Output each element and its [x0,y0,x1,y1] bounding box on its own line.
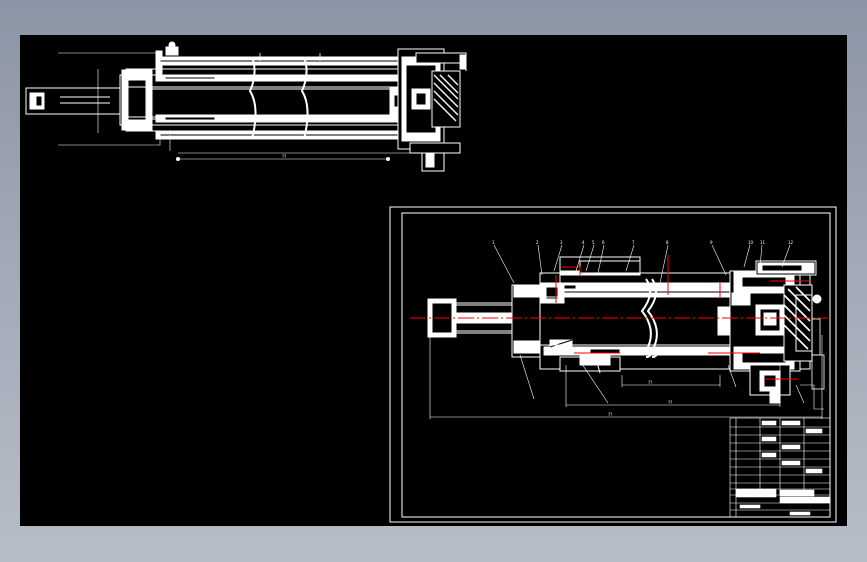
dimension-lines [429,335,824,419]
cad-model-space[interactable]: ?? [20,35,847,526]
drawing-canvas: ?? [25,41,837,523]
svg-text:??: ?? [648,380,652,385]
svg-text:8: 8 [666,240,669,245]
centerlines [410,255,828,380]
top-assembly-view: ?? [25,41,467,172]
svg-text:6: 6 [602,240,605,245]
title-block [729,417,831,518]
balloon-leaders [493,244,805,404]
sheet-inner-border [401,212,831,518]
balloon-labels: 1 2 3 4 5 6 7 8 9 10 11 12 [492,240,794,245]
svg-text:5: 5 [592,240,595,245]
main-section-view [427,256,825,404]
svg-text:??: ?? [608,412,612,417]
svg-text:??: ?? [668,400,672,405]
svg-text:10: 10 [748,240,754,245]
svg-text:2: 2 [536,240,539,245]
svg-text:12: 12 [788,240,794,245]
drawing-sheet [389,206,837,523]
svg-text:3: 3 [560,240,563,245]
svg-text:7: 7 [632,240,635,245]
dimension-texts: ?? ?? ?? [608,380,672,417]
sheet-outer-border [389,206,837,523]
svg-text:4: 4 [582,240,585,245]
svg-text:9: 9 [710,240,713,245]
svg-text:11: 11 [760,240,766,245]
svg-text:??: ?? [282,154,286,159]
svg-text:1: 1 [492,240,495,245]
